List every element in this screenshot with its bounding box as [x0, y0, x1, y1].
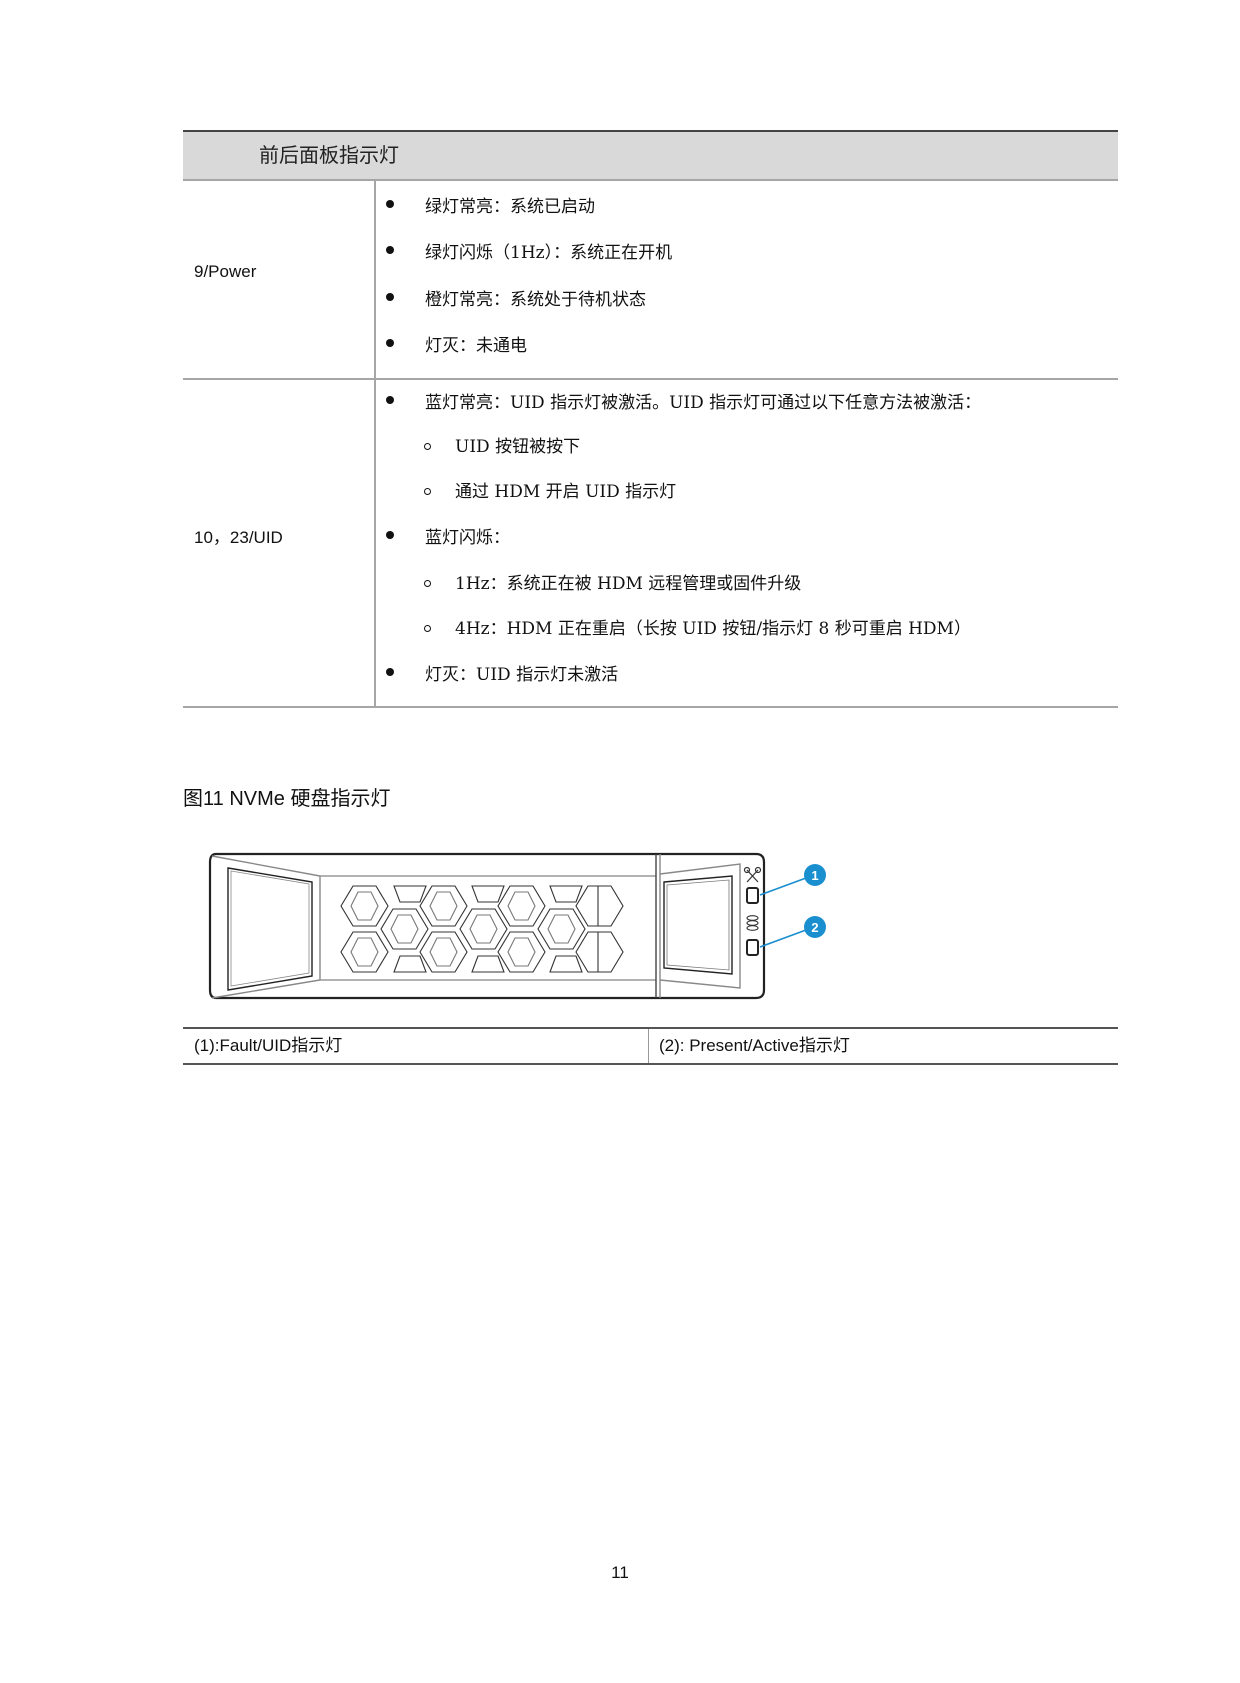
svg-text:2: 2 [811, 920, 818, 935]
list-item: 灯灭：未通电 [425, 336, 527, 356]
bullet-dot-icon [386, 668, 394, 676]
list-subitem: 通过 HDM 开启 UID 指示灯 [455, 482, 677, 502]
bullet-dot-icon [386, 339, 394, 347]
bullet-dot-icon [386, 396, 394, 404]
fault-uid-wrench-icon [743, 866, 762, 883]
list-subitem: 4Hz：HDM 正在重启（长按 UID 按钮/指示灯 8 秒可重启 HDM） [455, 619, 971, 639]
list-item: 绿灯闪烁（1Hz）：系统正在开机 [425, 243, 673, 263]
callout-2: 2 [804, 916, 826, 938]
table-bottom-border [183, 706, 1118, 708]
present-active-disk-icon [746, 915, 759, 931]
list-item: 绿灯常亮：系统已启动 [425, 197, 595, 217]
bullet-dot-icon [386, 293, 394, 301]
list-subitem: UID 按钮被按下 [455, 437, 581, 457]
list-item: 蓝灯闪烁： [425, 528, 510, 548]
list-item: 灯灭：UID 指示灯未激活 [425, 665, 619, 685]
indicator-table: 前后面板指示灯 9/Power 10，23/UID [183, 130, 1118, 708]
legend-cell-fault-uid: (1):Fault/UID指示灯 [194, 1036, 343, 1055]
row-label-power: 9/Power [194, 262, 257, 281]
legend-cell-present-active: (2): Present/Active指示灯 [659, 1036, 850, 1055]
svg-text:1: 1 [811, 868, 818, 883]
present-active-led [746, 939, 759, 956]
table-header-title: 前后面板指示灯 [259, 143, 399, 167]
sub-bullet-circle-icon [424, 625, 431, 632]
sub-bullet-circle-icon [424, 443, 431, 450]
callout-1: 1 [804, 864, 826, 886]
table-header: 前后面板指示灯 [183, 130, 1118, 181]
figure-caption: 图11 NVMe 硬盘指示灯 [183, 788, 391, 810]
row-label-uid: 10，23/UID [194, 528, 283, 547]
list-subitem: 1Hz：系统正在被 HDM 远程管理或固件升级 [455, 574, 802, 594]
legend-divider [648, 1029, 649, 1063]
page-number: 11 [611, 1563, 629, 1582]
nvme-drive-illustration: 1 2 [208, 852, 826, 1000]
row-divider [183, 378, 1118, 380]
nvme-drive-figure: 1 2 [208, 852, 848, 1002]
bullet-dot-icon [386, 200, 394, 208]
legend-table: (1):Fault/UID指示灯 (2): Present/Active指示灯 [183, 1027, 1118, 1065]
column-divider [374, 181, 376, 708]
bullet-dot-icon [386, 246, 394, 254]
sub-bullet-circle-icon [424, 580, 431, 587]
list-item: 橙灯常亮：系统处于待机状态 [425, 290, 646, 310]
bullet-dot-icon [386, 531, 394, 539]
fault-uid-led [746, 887, 759, 904]
sub-bullet-circle-icon [424, 488, 431, 495]
list-item: 蓝灯常亮：UID 指示灯被激活。UID 指示灯可通过以下任意方法被激活： [425, 393, 982, 413]
